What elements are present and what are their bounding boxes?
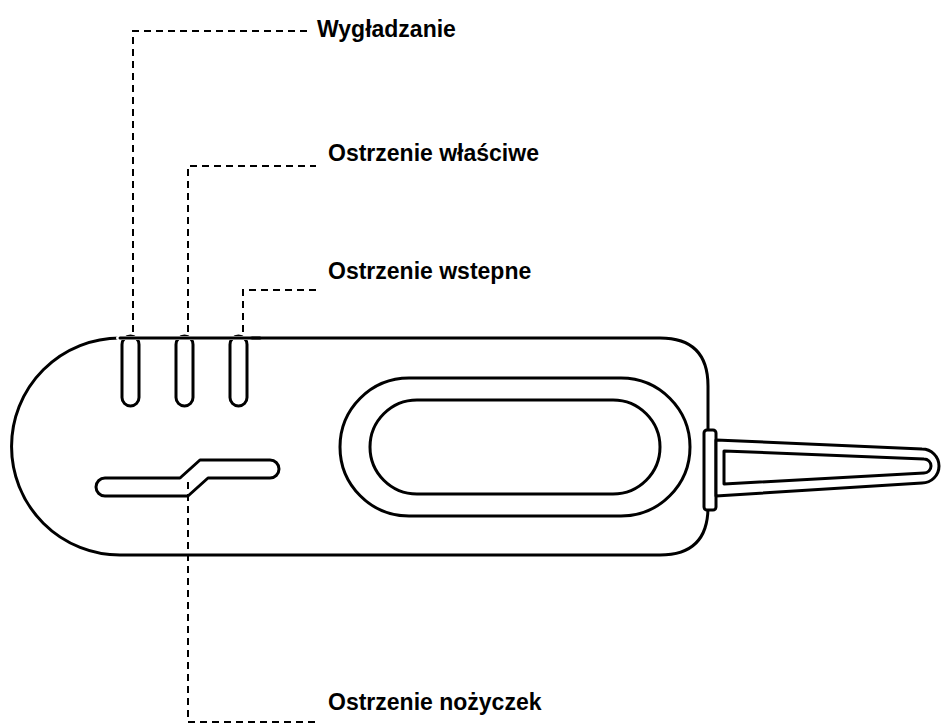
part-label: Wygładzanie: [317, 16, 456, 44]
leader-line: [188, 482, 318, 722]
part-label: Ostrzenie wstepne: [328, 258, 531, 286]
grip-outer: [340, 378, 690, 516]
leader-line: [188, 166, 316, 332]
strap-inner: [724, 451, 931, 484]
sharpener-body: [12, 338, 708, 555]
strap-clip: [704, 430, 716, 510]
scissors-slot: [96, 460, 279, 496]
strap: [716, 440, 939, 496]
grip-inner: [370, 400, 660, 494]
leader-line: [133, 31, 312, 332]
part-label: Ostrzenie nożyczek: [328, 689, 541, 717]
smoothing-slot: [122, 336, 139, 406]
leader-line: [243, 290, 316, 332]
pre-sharpening-slot: [230, 336, 247, 406]
sharpening-slot: [176, 336, 193, 406]
part-label: Ostrzenie właściwe: [328, 140, 539, 168]
